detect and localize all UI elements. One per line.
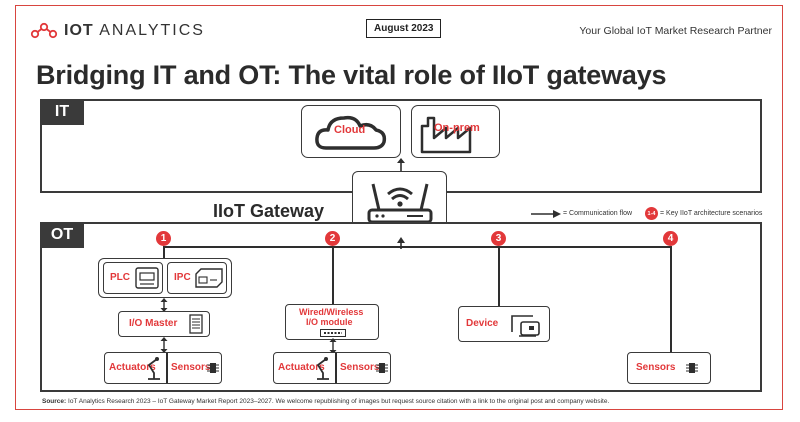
cloud-box: Cloud — [301, 105, 401, 158]
connector-1 — [163, 246, 165, 260]
field-devices-1: Actuators Sensors — [104, 352, 222, 384]
flow-arrow-icon — [531, 210, 561, 218]
plc-icon — [135, 267, 159, 289]
onprem-label: On-prem — [434, 122, 480, 134]
iomaster-field-arrow — [160, 337, 168, 353]
page-title: Bridging IT and OT: The vital role of II… — [36, 60, 667, 90]
io-module-icon — [320, 329, 346, 337]
source-label: Source: — [42, 398, 67, 405]
scenario-4-badge: 4 — [663, 231, 678, 246]
connector-3 — [498, 246, 500, 308]
sensors-label-1: Sensors — [171, 362, 211, 373]
plc-iomaster-arrow — [160, 298, 168, 312]
legend-scenario-badge: 1-4 — [645, 207, 658, 220]
ipc-label: IPC — [174, 272, 191, 283]
legend-scenario: = Key IIoT architecture scenarios — [660, 210, 763, 217]
plc-label: PLC — [110, 272, 130, 283]
ot-tab: OT — [40, 222, 84, 248]
device-icon — [511, 315, 540, 337]
io-module-box: Wired/Wireless I/O module — [285, 304, 379, 340]
it-tab: IT — [40, 99, 84, 125]
logo-icon — [30, 22, 58, 39]
scenario-1-badge: 1 — [156, 231, 171, 246]
io-module-label-line2: I/O module — [306, 317, 353, 327]
ipc-box: IPC — [167, 262, 227, 294]
cloud-label: Cloud — [334, 124, 366, 136]
ot-bus-line — [163, 246, 671, 248]
tagline: Your Global IoT Market Research Partner — [579, 25, 772, 37]
scenario-3-badge: 3 — [491, 231, 506, 246]
actuators-label-2: Actuators — [278, 362, 325, 373]
device-label: Device — [466, 318, 499, 329]
field-devices-2: Actuators Sensors — [273, 352, 391, 384]
sensors-label-4: Sensors — [636, 362, 676, 373]
robot-arm-icon — [316, 357, 329, 380]
io-master-label: I/O Master — [129, 318, 178, 329]
onprem-box: On-prem — [411, 105, 500, 158]
cloud-icon — [315, 115, 387, 150]
date-badge: August 2023 — [366, 19, 442, 38]
sensors-box-4: Sensors — [627, 352, 711, 384]
sensor-chip-icon — [686, 363, 698, 373]
connector-2 — [332, 246, 334, 304]
sensor-chip-icon — [207, 363, 219, 373]
field-divider-1 — [166, 353, 168, 383]
logo-text-bold: IOT — [64, 22, 94, 39]
io-master-icon — [189, 314, 203, 334]
connector-4 — [670, 246, 672, 352]
legend-flow: = Communication flow — [563, 210, 633, 217]
gateway-ot-arrow — [397, 237, 405, 249]
factory-icon — [420, 116, 472, 154]
device-box: Device — [458, 306, 550, 342]
logo-text-light: ANALYTICS — [99, 22, 205, 39]
plc-box: PLC — [103, 262, 163, 294]
sensors-label-2: Sensors — [340, 362, 380, 373]
source-note: Source: IoT Analytics Research 2023 – Io… — [42, 398, 762, 405]
sensor-chip-icon — [376, 363, 388, 373]
field-divider-2 — [335, 353, 337, 383]
source-text: IoT Analytics Research 2023 – IoT Gatewa… — [66, 398, 610, 405]
actuators-label-1: Actuators — [109, 362, 156, 373]
io-master-box: I/O Master — [118, 311, 210, 337]
logo: IOT ANALYTICS — [30, 22, 205, 40]
gateway-label: IIoT Gateway — [213, 201, 325, 221]
scenario-2-badge: 2 — [325, 231, 340, 246]
io-module-label-line1: Wired/Wireless — [299, 307, 364, 317]
robot-arm-icon — [147, 357, 160, 380]
ipc-icon — [195, 268, 223, 288]
